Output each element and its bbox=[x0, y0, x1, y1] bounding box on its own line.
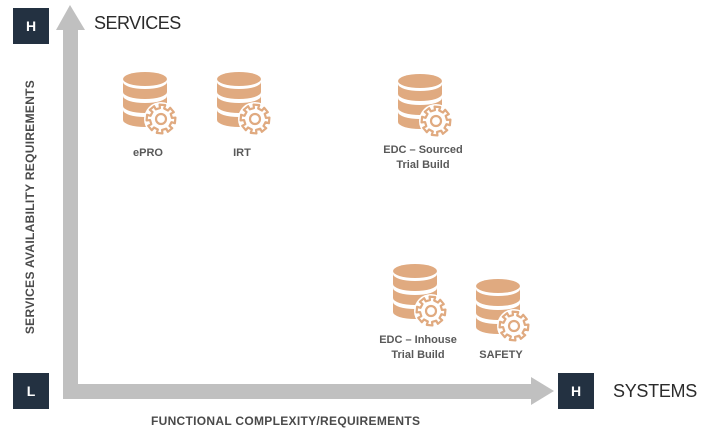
item-safety: SAFETY bbox=[461, 277, 541, 363]
y-axis-shaft bbox=[63, 28, 78, 384]
item-epro: ePRO bbox=[108, 70, 188, 161]
x-axis-shaft bbox=[63, 384, 534, 399]
item-label: ePRO bbox=[133, 147, 163, 159]
database-gear-icon bbox=[217, 72, 271, 136]
y-axis-title: SERVICES bbox=[94, 13, 181, 33]
y-axis-arrowhead bbox=[56, 5, 85, 30]
item-edc-sourced: EDC – Sourced Trial Build bbox=[368, 72, 478, 173]
x-axis-title: SYSTEMS bbox=[613, 381, 697, 401]
y-high-badge: H bbox=[13, 8, 49, 44]
x-high-badge: H bbox=[558, 373, 594, 409]
item-label: EDC – Inhouse Trial Build bbox=[379, 334, 457, 361]
item-edc-inhouse: EDC – Inhouse Trial Build bbox=[363, 262, 473, 363]
x-axis-arrowhead bbox=[531, 377, 554, 405]
origin-low-badge: L bbox=[13, 373, 49, 409]
database-gear-icon bbox=[393, 264, 447, 328]
item-label: SAFETY bbox=[479, 349, 523, 361]
database-gear-icon bbox=[123, 72, 177, 136]
database-gear-icon bbox=[398, 74, 452, 138]
y-axis-label: SERVICES AVAILABILITY REQUIREMENTS bbox=[23, 79, 37, 335]
item-label: IRT bbox=[233, 147, 251, 159]
x-axis-label: FUNCTIONAL COMPLEXITY/REQUIREMENTS bbox=[151, 414, 421, 428]
database-gear-icon bbox=[476, 279, 530, 343]
item-label: EDC – Sourced Trial Build bbox=[383, 144, 463, 171]
item-irt: IRT bbox=[202, 70, 282, 161]
